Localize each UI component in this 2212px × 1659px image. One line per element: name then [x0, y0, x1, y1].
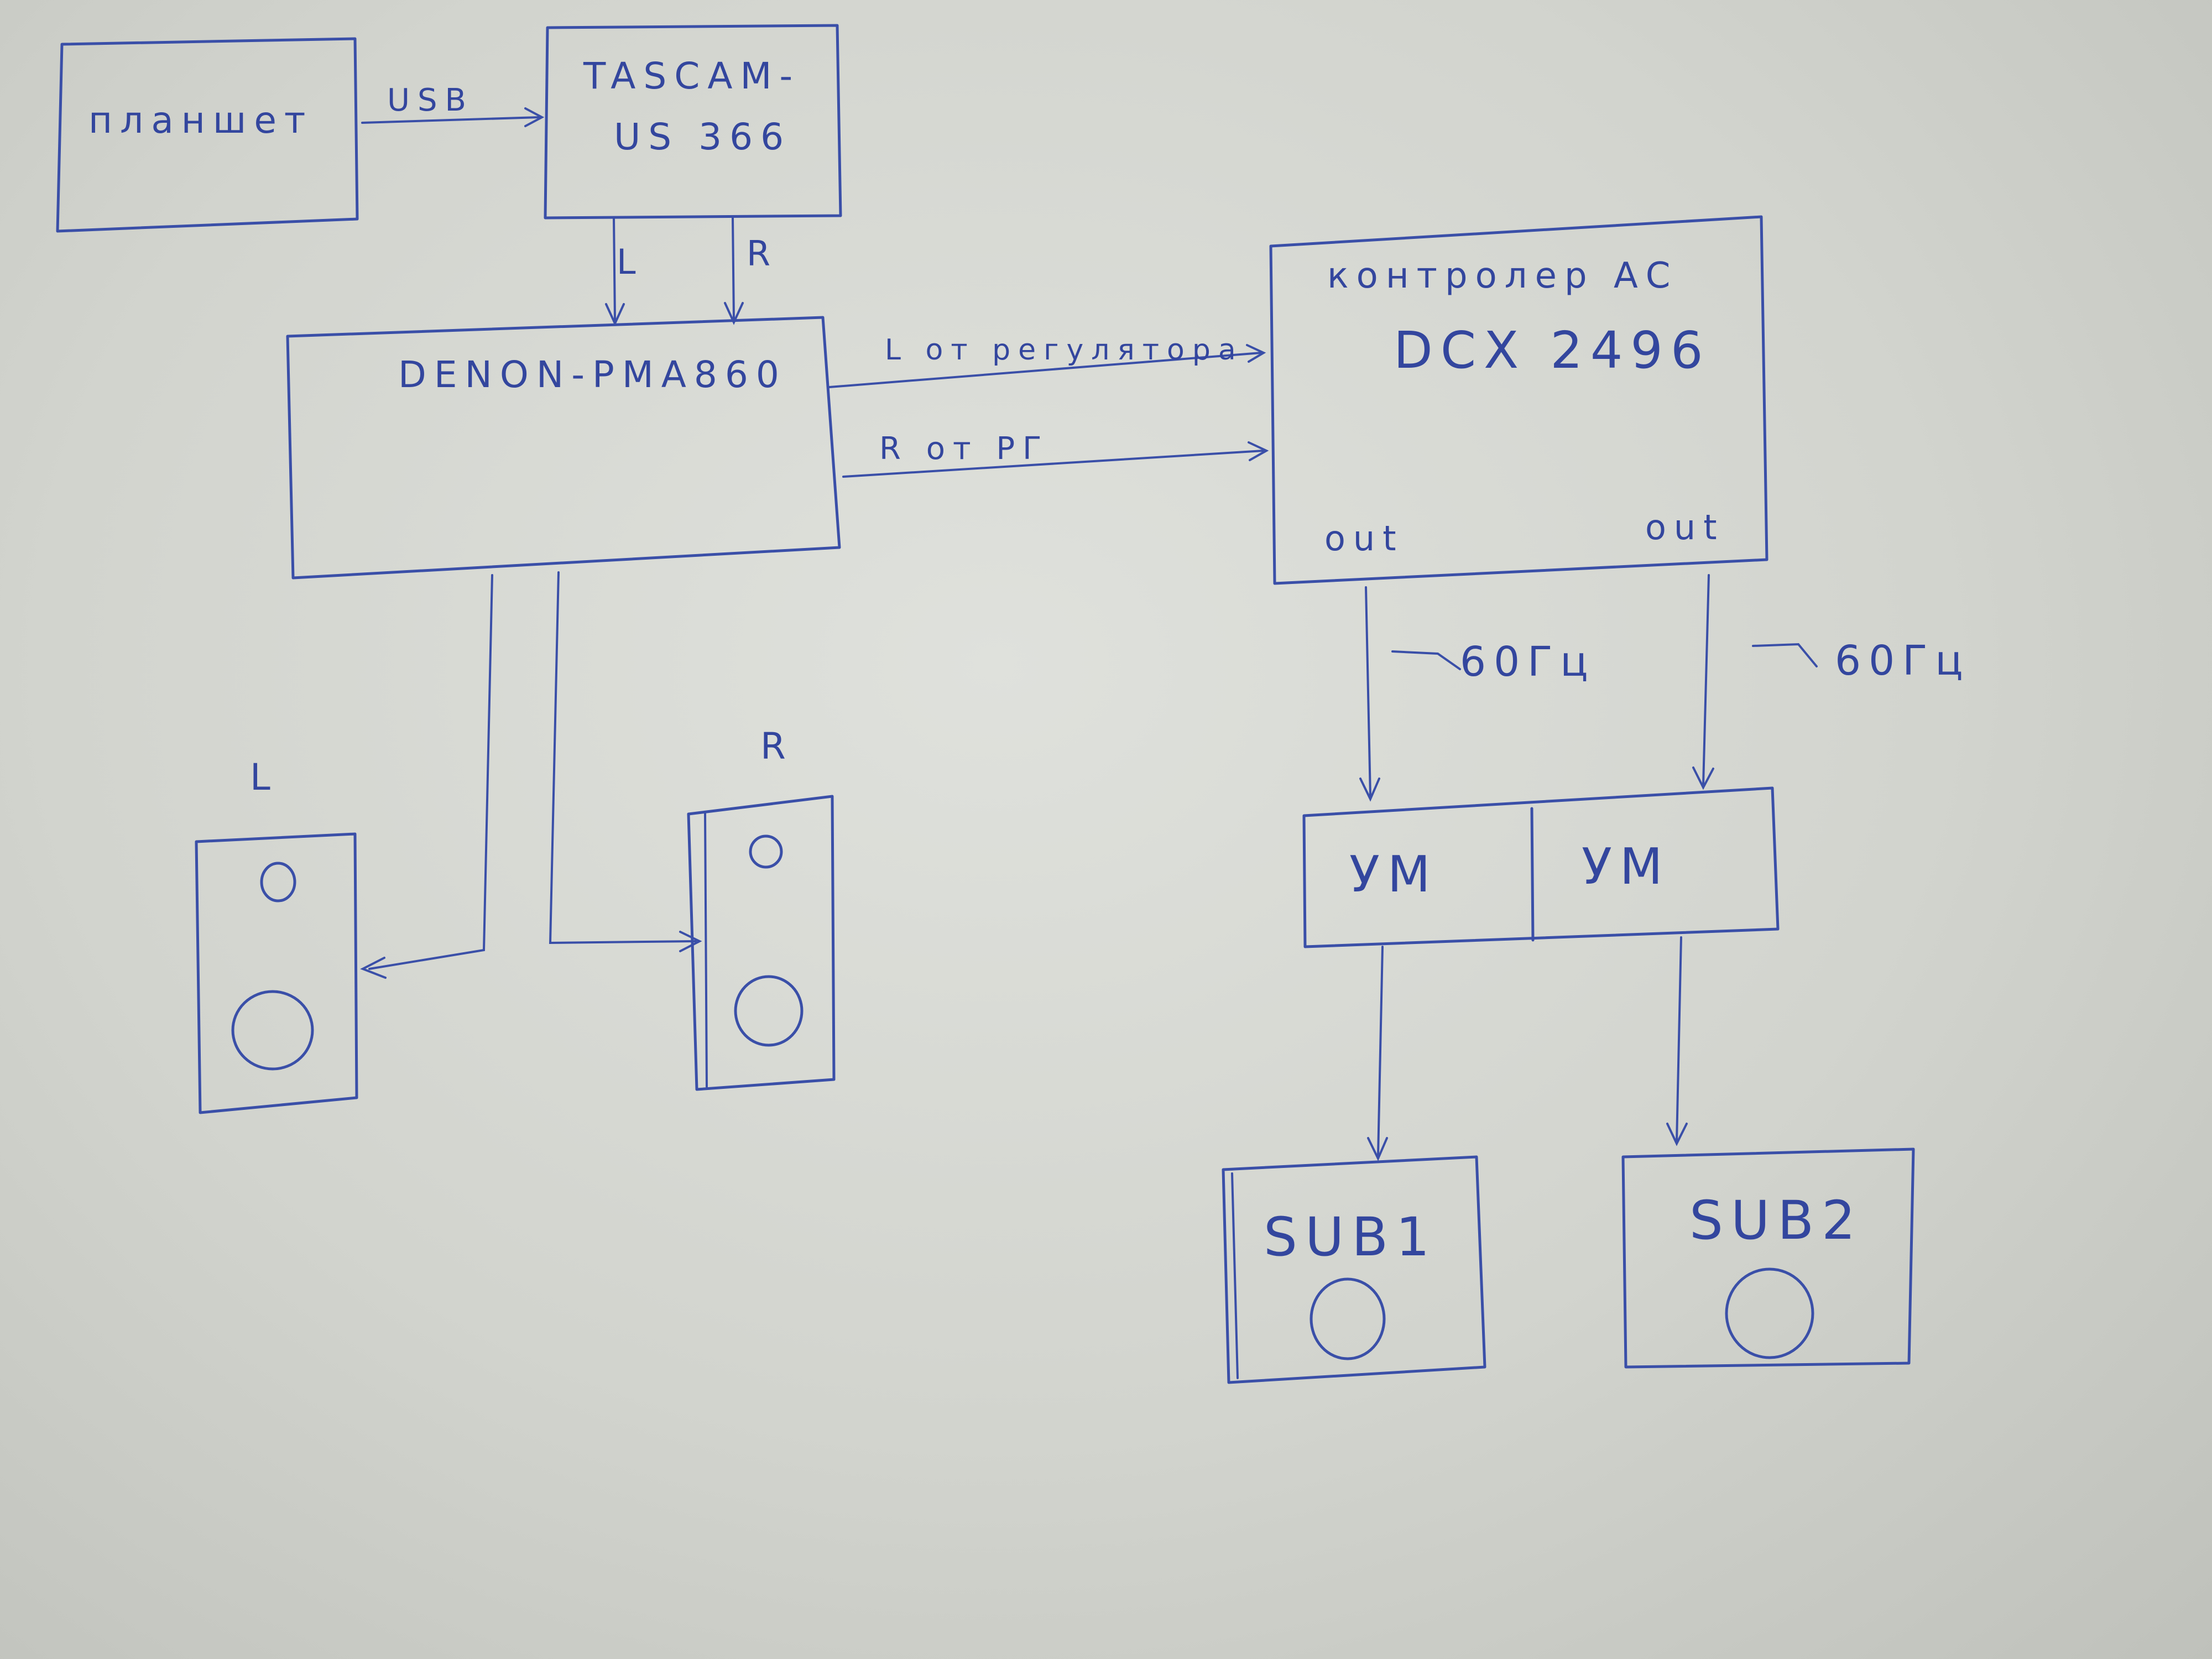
- controller-out-left-label: out: [1324, 518, 1404, 559]
- tascam-l-label: L: [617, 242, 644, 282]
- speaker-right-tweeter-icon: [749, 834, 783, 869]
- speaker-left-woofer-icon: [231, 990, 314, 1071]
- filter-right-label: 60Гц: [1835, 637, 1971, 685]
- controller-out-right-label: out: [1645, 507, 1725, 547]
- tablet-block: планшет: [56, 37, 359, 233]
- speaker-right-block: R: [687, 725, 836, 1091]
- controller-block: контролер АС DCX 2496 out out: [1269, 215, 1768, 585]
- denon-label: DENON-PMA860: [398, 353, 787, 396]
- tascam-r-label: R: [747, 233, 778, 274]
- l-from-regulator-label: L от регулятора: [885, 333, 1244, 367]
- amp2-label: УМ: [1582, 838, 1671, 896]
- amp1-label: УМ: [1349, 846, 1438, 904]
- controller-label-line1: контролер АС: [1327, 255, 1678, 296]
- amp-to-sub-links: [1367, 936, 1688, 1161]
- sub2-woofer-icon: [1725, 1267, 1814, 1359]
- controller-to-amp-links: 60Гц 60Гц: [1359, 574, 1971, 802]
- sub2-label: SUB2: [1689, 1190, 1863, 1251]
- speaker-right-label: R: [760, 725, 794, 768]
- denon-to-controller-links: L от регулятора R от РГ: [828, 333, 1269, 478]
- tascam-to-denon-links: L R: [605, 217, 778, 326]
- sub1-block: SUB1: [1222, 1155, 1486, 1384]
- sub1-woofer-icon: [1310, 1277, 1386, 1360]
- sub1-label: SUB1: [1264, 1206, 1437, 1268]
- tascam-label-line2: US 366: [614, 116, 791, 158]
- tascam-block: TASCAM- US 366: [544, 24, 842, 220]
- tablet-label: планшет: [88, 99, 313, 142]
- speaker-left-label: L: [250, 756, 278, 799]
- controller-label-line2: DCX 2496: [1394, 321, 1710, 380]
- usb-link: USB: [361, 82, 545, 127]
- r-from-rg-label: R от РГ: [879, 431, 1049, 467]
- speaker-left-tweeter-icon: [260, 862, 296, 902]
- denon-to-speaker-links: [360, 571, 702, 979]
- tascam-label-line1: TASCAM-: [583, 55, 800, 97]
- filter-left-label: 60Гц: [1460, 638, 1596, 686]
- denon-block: DENON-PMA860: [286, 316, 841, 580]
- sub2-block: SUB2: [1621, 1147, 1915, 1369]
- usb-label: USB: [387, 82, 474, 118]
- amp-block: УМ УМ: [1302, 786, 1780, 948]
- speaker-left-block: L: [195, 756, 358, 1114]
- speaker-right-woofer-icon: [734, 975, 804, 1047]
